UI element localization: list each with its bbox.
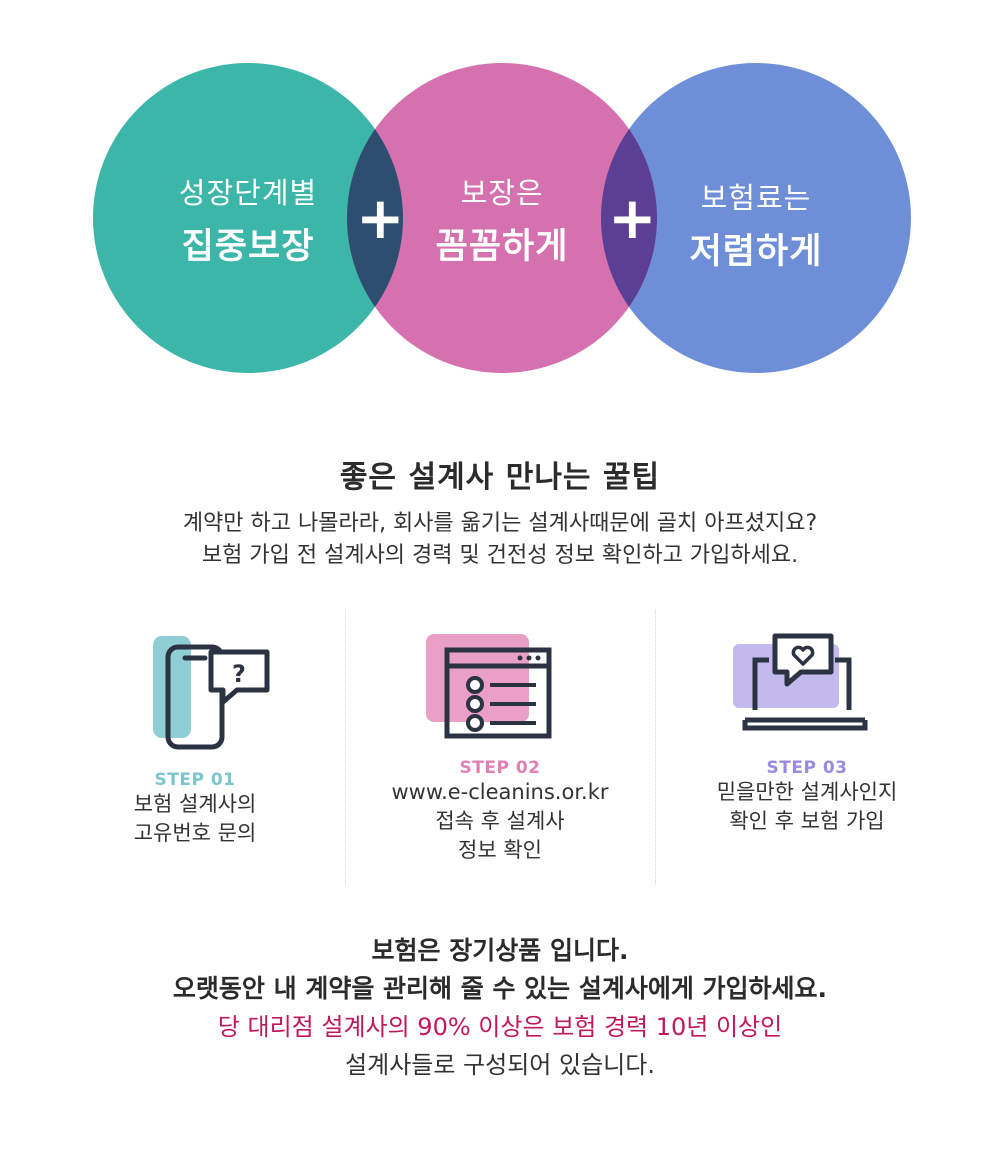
circle-teal-line2: 집중보장 <box>181 227 315 267</box>
bottom-line1: 보험은 장기상품 입니다. <box>371 936 629 965</box>
laptop-heart-icon <box>733 633 868 731</box>
step-01-line2: 고유번호 문의 <box>133 821 257 845</box>
tip-description-line2: 보험 가입 전 설계사의 경력 및 건전성 정보 확인하고 가입하세요. <box>201 543 799 568</box>
step-02-line3: 정보 확인 <box>458 838 542 862</box>
step-02-text: www.e-cleanins.or.kr 접속 후 설계사 정보 확인 <box>350 778 650 865</box>
step-01-line1: 보험 설계사의 <box>133 792 257 816</box>
circle-pink-text: 보장은 꼼꼼하게 <box>392 170 612 269</box>
circle-blue <box>601 63 911 373</box>
step-divider <box>345 610 346 885</box>
circle-blue-line1: 보험료는 <box>700 181 812 215</box>
steps-section: ? STEP 01 보험 설계사의 고유번호 문의 STEP 02 <box>45 610 955 885</box>
step-02-line2: 접속 후 설계사 <box>435 809 565 833</box>
tip-description-line1: 계약만 하고 나몰라라, 회사를 옮기는 설계사때문에 골치 아프셨지요? <box>182 511 818 536</box>
tip-description: 계약만 하고 나몰라라, 회사를 옮기는 설계사때문에 골치 아프셨지요? 보험… <box>0 508 1000 572</box>
step-01-caption: STEP 01 보험 설계사의 고유번호 문의 <box>45 770 345 848</box>
step-02-caption: STEP 02 www.e-cleanins.or.kr 접속 후 설계사 정보… <box>350 758 650 865</box>
venn-circles-graphic <box>93 63 911 373</box>
step-01: ? STEP 01 보험 설계사의 고유번호 문의 <box>45 610 345 885</box>
step-03: STEP 03 믿을만한 설계사인지 확인 후 보험 가입 <box>657 610 957 885</box>
browser-list-icon <box>426 634 552 739</box>
step-01-text: 보험 설계사의 고유번호 문의 <box>45 790 345 848</box>
circle-pink-line2: 꼼꼼하게 <box>435 227 569 267</box>
step-03-label: STEP 03 <box>766 758 848 778</box>
svg-text:?: ? <box>232 660 246 688</box>
bottom-message: 보험은 장기상품 입니다. 오랫동안 내 계약을 관리해 줄 수 있는 설계사에… <box>0 932 1000 1084</box>
plus-icon: + <box>356 184 405 252</box>
circle-pink-line1: 보장은 <box>460 176 544 210</box>
bottom-line2: 오랫동안 내 계약을 관리해 줄 수 있는 설계사에게 가입하세요. <box>172 974 828 1003</box>
circle-teal-line1: 성장단계별 <box>178 176 318 210</box>
step-03-line2: 확인 후 보험 가입 <box>729 809 885 833</box>
step-03-text: 믿을만한 설계사인지 확인 후 보험 가입 <box>657 778 957 836</box>
circle-teal <box>93 63 403 373</box>
step-02: STEP 02 www.e-cleanins.or.kr 접속 후 설계사 정보… <box>350 610 650 885</box>
circle-pink <box>347 63 657 373</box>
venn-diagram: 성장단계별 집중보장 보장은 꼼꼼하게 보험료는 저렴하게 + + <box>0 0 1000 400</box>
step-01-label: STEP 01 <box>154 770 236 790</box>
circle-blue-line2: 저렴하게 <box>689 232 823 272</box>
bottom-highlight-line: 당 대리점 설계사의 90% 이상은 보험 경력 10년 이상인 <box>217 1013 783 1041</box>
circle-teal-text: 성장단계별 집중보장 <box>138 170 358 269</box>
step-03-line1: 믿을만한 설계사인지 <box>716 780 898 804</box>
tip-title: 좋은 설계사 만나는 꿀팁 <box>339 460 661 495</box>
phone-question-icon: ? <box>153 636 270 750</box>
step-03-caption: STEP 03 믿을만한 설계사인지 확인 후 보험 가입 <box>657 758 957 836</box>
bottom-line4: 설계사들로 구성되어 있습니다. <box>345 1051 655 1079</box>
plus-icon: + <box>608 184 657 252</box>
step-divider <box>655 610 656 885</box>
step-02-url: www.e-cleanins.or.kr <box>391 780 609 804</box>
circle-blue-text: 보험료는 저렴하게 <box>646 175 866 274</box>
step-02-label: STEP 02 <box>459 758 541 778</box>
